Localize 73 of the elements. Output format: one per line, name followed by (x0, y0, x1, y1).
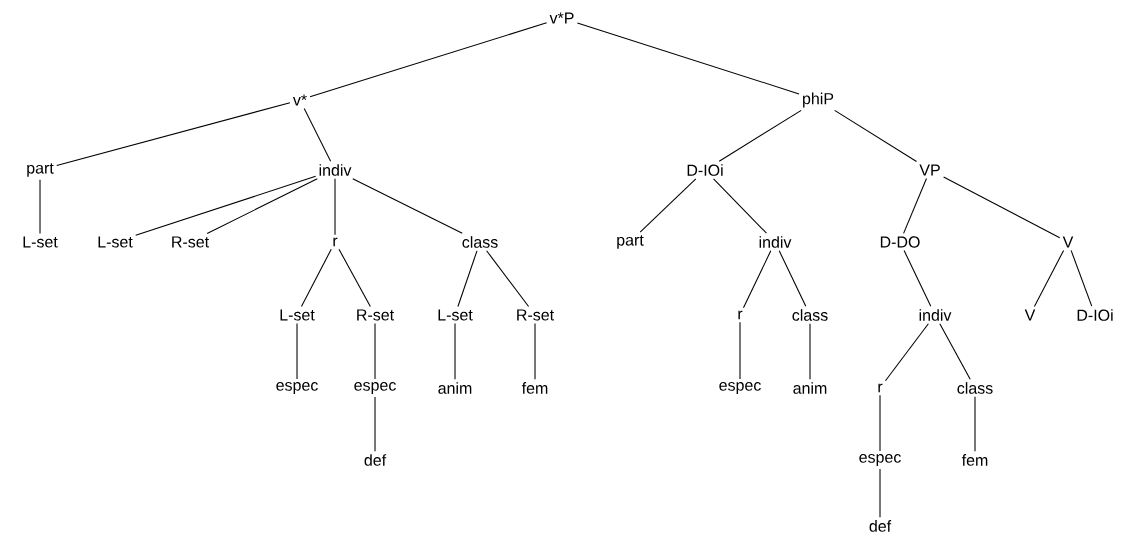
tree-branch (39, 179, 41, 234)
tree-label: espec (276, 382, 318, 394)
tree-branch (903, 250, 932, 307)
tree-branch (639, 178, 697, 233)
tree-branch (718, 109, 802, 162)
tree-label: phiP (803, 92, 834, 108)
tree-label: v*P (549, 12, 574, 24)
tree-branch (809, 323, 811, 380)
tree-branch (296, 322, 298, 380)
tree-label: L-set (98, 236, 133, 248)
tree-label: fem (521, 382, 548, 394)
tree-branch (879, 468, 881, 518)
tree-branch (206, 178, 318, 234)
tree-branch (374, 396, 376, 452)
tree-label: VP (919, 164, 940, 176)
tree-branch (454, 322, 456, 380)
tree-branch (778, 250, 807, 307)
tree-label: part (27, 163, 54, 177)
tree-label: R-set (172, 236, 209, 248)
tree-branch (879, 394, 881, 452)
tree-branch (742, 250, 772, 309)
tree-branch (135, 175, 317, 236)
tree-label: indiv (919, 309, 952, 321)
tree-label: part (617, 235, 644, 249)
tree-branch (576, 22, 800, 95)
tree-label: R-set (357, 309, 394, 321)
tree-label: espec (354, 382, 396, 394)
tree-label: D-IOi (687, 164, 723, 176)
tree-label: V (1024, 309, 1036, 321)
tree-label: v* (292, 94, 307, 106)
tree-branch (457, 250, 478, 307)
tree-label: indiv (319, 164, 352, 176)
tree-label: V (1062, 236, 1074, 248)
tree-label: L-set (23, 236, 58, 248)
tree-branch (56, 102, 291, 167)
tree-branch (1070, 249, 1093, 307)
tree-label: def (869, 520, 892, 532)
tree-label: def (364, 454, 387, 466)
tree-label: espec (859, 454, 901, 466)
tree-branch (903, 177, 928, 234)
tree-label: class (462, 236, 498, 248)
tree-label: anim (793, 382, 827, 394)
tree-branch (303, 107, 332, 162)
tree-label: L-set (280, 309, 315, 321)
tree-branch (309, 22, 548, 98)
tree-label: R-set (517, 309, 554, 321)
tree-label: indiv (759, 236, 792, 248)
tree-branch (713, 178, 767, 234)
tree-branch (300, 248, 332, 307)
tree-branch (334, 178, 336, 236)
tree-label: fem (961, 454, 988, 466)
tree-branch (338, 248, 371, 307)
tree-label: espec (719, 382, 761, 394)
tree-branch (534, 322, 536, 380)
tree-branch (374, 322, 376, 380)
tree-branch (1033, 249, 1065, 308)
tree-label: class (957, 382, 993, 394)
tree-branch (834, 109, 918, 163)
tree-label: D-DO (880, 236, 920, 248)
tree-branch (974, 396, 976, 452)
tree-branch (943, 176, 1061, 239)
tree-label: class (792, 309, 828, 321)
tree-branch (884, 323, 929, 382)
tree-branch (352, 178, 463, 234)
tree-label: r (878, 383, 883, 393)
tree-label: D-IOi (1077, 309, 1113, 321)
tree-label: r (738, 310, 743, 320)
tree-branch (739, 321, 741, 380)
tree-branch (486, 250, 530, 307)
tree-label: r (333, 237, 338, 247)
tree-branch (939, 323, 971, 380)
tree-label: anim (438, 382, 472, 394)
tree-label: L-set (438, 309, 473, 321)
